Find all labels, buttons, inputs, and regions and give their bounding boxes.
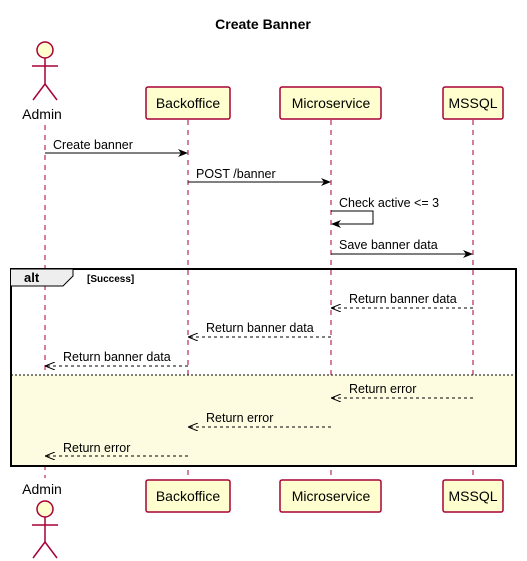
message-label: Return error	[206, 411, 273, 425]
participant-backoffice-bottom: Backoffice	[145, 479, 231, 513]
message-label: POST /banner	[196, 167, 276, 181]
actor-stick-figure-icon	[32, 41, 58, 101]
message-arrow-self	[331, 210, 374, 228]
message-label: Return banner data	[63, 350, 171, 364]
participant-label-microservice: Microservice	[292, 488, 371, 504]
participant-label-mssql: MSSQL	[448, 488, 497, 504]
participant-mssql-bottom: MSSQL	[442, 479, 504, 513]
message-label: Save banner data	[339, 238, 438, 252]
actor-admin-bottom: Admin	[22, 481, 62, 559]
participant-label-admin: Admin	[22, 106, 62, 122]
message-label: Return banner data	[349, 292, 457, 306]
participants-top: Admin Backoffice Microservice MSSQL	[22, 41, 504, 122]
participant-microservice-bottom: Microservice	[279, 479, 382, 513]
message-label: Create banner	[53, 138, 133, 152]
alt-keyword: alt	[24, 270, 40, 285]
participant-label-backoffice: Backoffice	[156, 95, 221, 111]
message-label: Return error	[63, 441, 130, 455]
participant-label-microservice: Microservice	[292, 95, 371, 111]
participant-mssql-top: MSSQL	[442, 86, 504, 120]
alt-else-region	[11, 375, 516, 466]
messages: Create banner POST /banner Check active …	[45, 138, 473, 456]
message-label: Return error	[349, 382, 416, 396]
participant-backoffice-top: Backoffice	[145, 86, 231, 120]
participant-microservice-top: Microservice	[279, 86, 382, 120]
alt-tab	[11, 268, 74, 287]
alt-guard: [Success]	[87, 274, 134, 285]
actor-stick-figure-icon	[32, 500, 58, 559]
participant-label-mssql: MSSQL	[448, 95, 497, 111]
actor-admin-top: Admin	[22, 41, 62, 122]
diagram-title: Create Banner	[215, 16, 311, 32]
message-label: Return banner data	[206, 321, 314, 335]
message-label: Check active <= 3	[339, 196, 439, 210]
participants-bottom: Admin Backoffice Microservice MSSQL	[22, 479, 504, 559]
participant-label-admin: Admin	[22, 481, 62, 497]
alt-frame	[10, 268, 517, 467]
alt-fragment: alt [Success]	[10, 268, 517, 467]
participant-label-backoffice: Backoffice	[156, 488, 221, 504]
